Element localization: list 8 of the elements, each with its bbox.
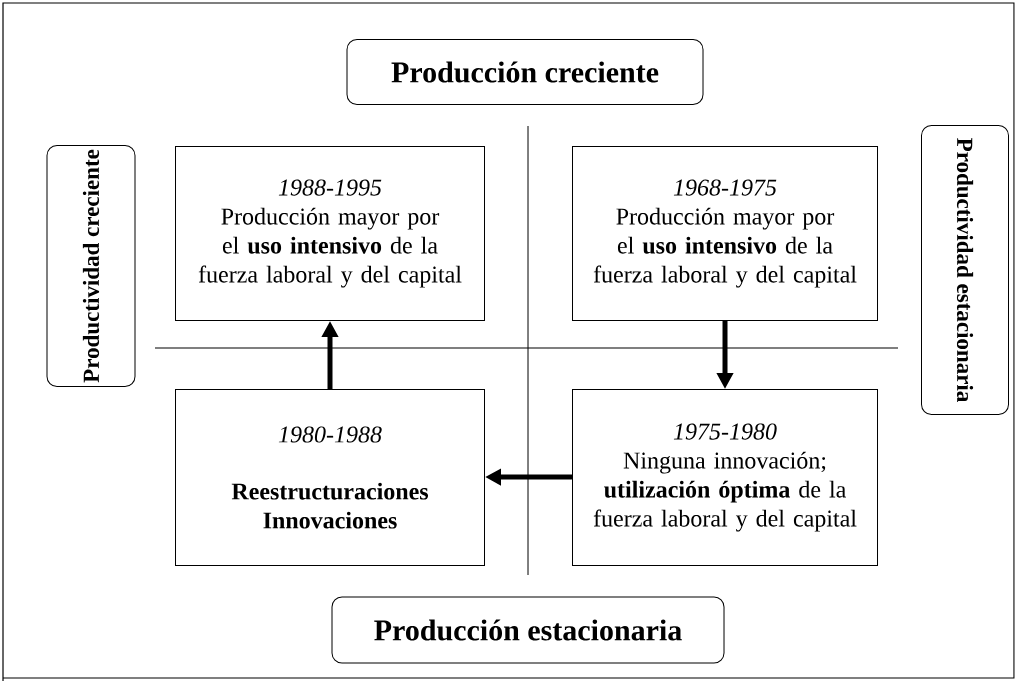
- heading-box: Producción creciente: [346, 39, 704, 105]
- period-box: 1975-1980 Ninguna innovación; utilización óptima de la fuerza laboral y del capital: [572, 389, 878, 566]
- heading-box: Productividad estacionaria: [921, 125, 1009, 415]
- period-box: 1968-1975 Producción mayor por el uso intensivo de la fuerza laboral y del capital: [572, 146, 878, 321]
- period-box: 1988-1995 Producción mayor por el uso intensivo de la fuerza laboral y del capital: [175, 146, 485, 321]
- heading-box: Productividad creciente: [46, 145, 136, 387]
- heading-box: Producción estacionaria: [331, 596, 725, 664]
- period-box: 1980-1988 Reestructuraciones Innovaciones: [175, 389, 485, 566]
